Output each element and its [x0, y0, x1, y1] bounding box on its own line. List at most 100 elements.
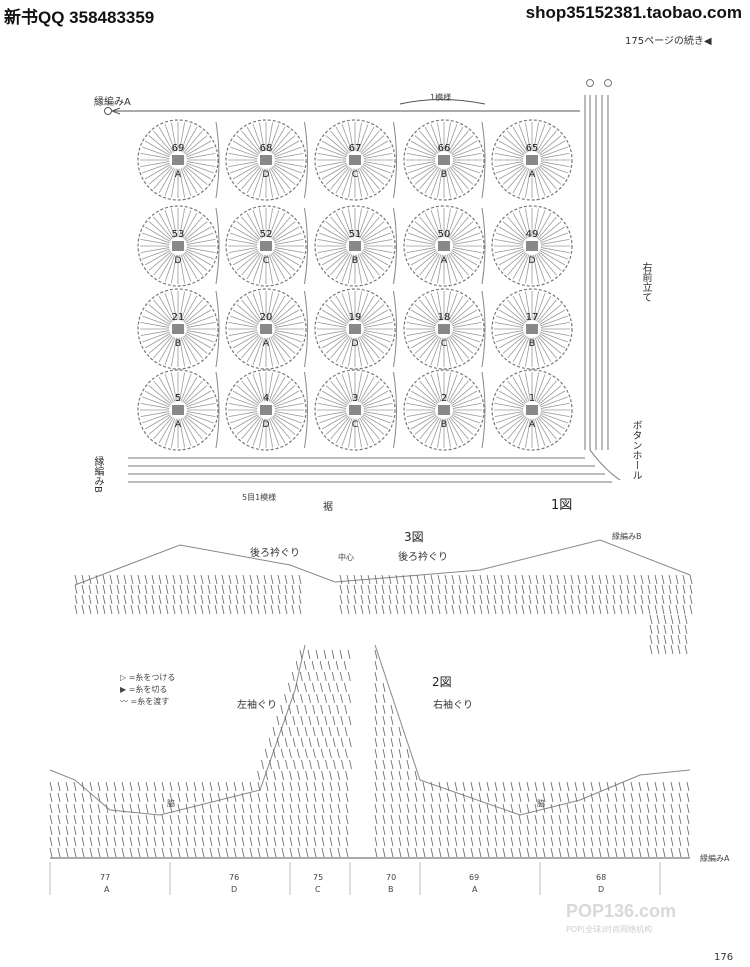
stitch — [235, 584, 239, 595]
stitch — [95, 594, 99, 605]
stitch — [289, 847, 293, 858]
stitch — [340, 737, 344, 748]
stitch — [612, 604, 616, 615]
stitch — [550, 781, 554, 792]
stitch — [462, 847, 466, 858]
stitch — [526, 847, 530, 858]
stitch — [500, 604, 504, 615]
stitch — [374, 759, 378, 770]
stitch — [622, 792, 626, 803]
stitch — [65, 836, 69, 847]
chain-arc — [304, 371, 308, 449]
stitch — [273, 847, 277, 858]
stitch — [113, 847, 117, 858]
motif-letter: D — [352, 339, 359, 349]
stitch — [654, 584, 658, 595]
stitch — [288, 682, 291, 693]
chain-arc — [215, 121, 220, 199]
stitch — [225, 814, 229, 825]
stitch — [145, 814, 149, 825]
stitch — [598, 594, 602, 605]
figure-2-label: 2図 — [432, 675, 452, 689]
stitch — [109, 574, 113, 585]
stitch — [185, 825, 189, 836]
stitch — [654, 836, 658, 847]
stitch — [169, 825, 173, 836]
stitch — [97, 836, 101, 847]
stitch — [321, 792, 325, 803]
stitch — [510, 836, 514, 847]
stitch — [486, 594, 490, 605]
stitch — [647, 594, 651, 605]
stitch — [550, 814, 554, 825]
stitch — [590, 825, 594, 836]
stitch — [121, 836, 125, 847]
motif: 18C — [403, 288, 485, 370]
stitch — [542, 781, 546, 792]
stitch — [273, 836, 277, 847]
stitch — [345, 803, 349, 814]
stitch — [472, 574, 476, 585]
stitch — [97, 825, 101, 836]
stitch — [528, 604, 532, 615]
stitch — [542, 584, 546, 595]
stitch — [630, 825, 634, 836]
stitch — [390, 847, 394, 858]
stitch — [346, 584, 350, 595]
stitch — [414, 770, 418, 781]
stitch — [570, 574, 574, 585]
stitch — [242, 584, 246, 595]
stitch — [217, 825, 221, 836]
stitch — [265, 847, 269, 858]
stitch — [465, 584, 469, 595]
stitch — [549, 604, 553, 615]
bottom-letter-a2: A — [472, 885, 478, 894]
left-armhole-outline — [49, 644, 306, 816]
stitch — [81, 594, 85, 605]
chain-arc — [393, 207, 397, 285]
stitch — [430, 803, 434, 814]
stitch — [123, 574, 127, 585]
stitch — [217, 836, 221, 847]
stitch — [661, 594, 665, 605]
stitch — [336, 682, 339, 693]
motif-number: 4 — [263, 393, 269, 404]
motif-number: 50 — [438, 229, 451, 240]
stitch — [374, 574, 378, 585]
stitch — [606, 814, 610, 825]
stitch — [296, 682, 299, 693]
stitch — [105, 825, 109, 836]
stitch — [121, 792, 125, 803]
stitch — [649, 624, 653, 635]
stitch — [518, 836, 522, 847]
stitch — [153, 803, 157, 814]
stitch — [382, 759, 386, 770]
stitch — [292, 693, 295, 704]
stitch — [406, 792, 410, 803]
stitch — [321, 781, 325, 792]
stitch — [534, 781, 538, 792]
stitch — [347, 671, 351, 682]
stitch — [591, 584, 595, 595]
stitch — [209, 836, 213, 847]
stitch — [193, 584, 197, 595]
watermark-subtext: POP(全球)时尚网络机构 — [566, 925, 653, 934]
stitch — [454, 825, 458, 836]
stitch — [566, 836, 570, 847]
stitch — [390, 825, 394, 836]
stitch — [606, 803, 610, 814]
stitch — [406, 847, 410, 858]
stitch — [57, 814, 61, 825]
stitch — [353, 594, 357, 605]
stitch — [638, 781, 642, 792]
stitch — [221, 604, 225, 615]
stitch — [381, 594, 385, 605]
motif: 19D — [314, 288, 396, 370]
stitch — [145, 803, 149, 814]
stitch — [686, 825, 690, 836]
stitch — [381, 574, 385, 585]
stitch — [614, 792, 618, 803]
stitch — [137, 814, 141, 825]
stitch — [304, 748, 308, 759]
stitch — [686, 781, 690, 792]
